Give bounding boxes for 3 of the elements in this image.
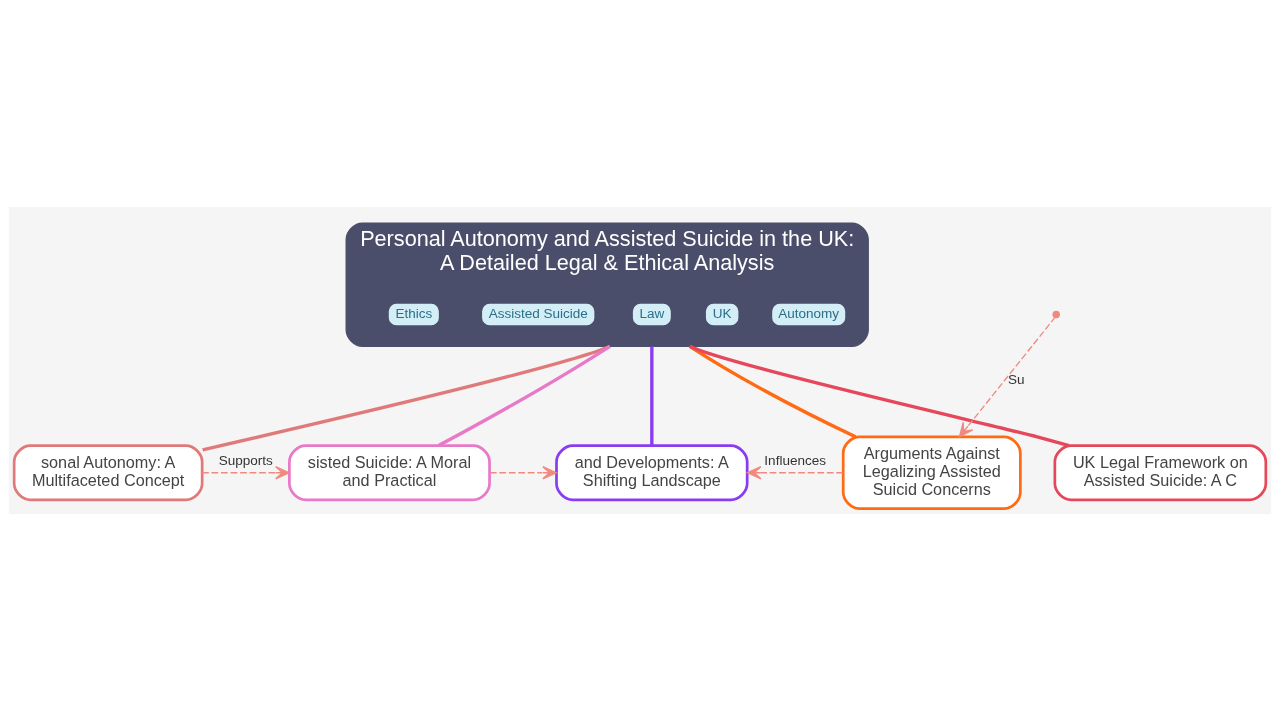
edge-label: Influences: [764, 452, 826, 468]
edge-label: Supports: [218, 452, 273, 468]
edge-label: Su: [1008, 371, 1025, 387]
